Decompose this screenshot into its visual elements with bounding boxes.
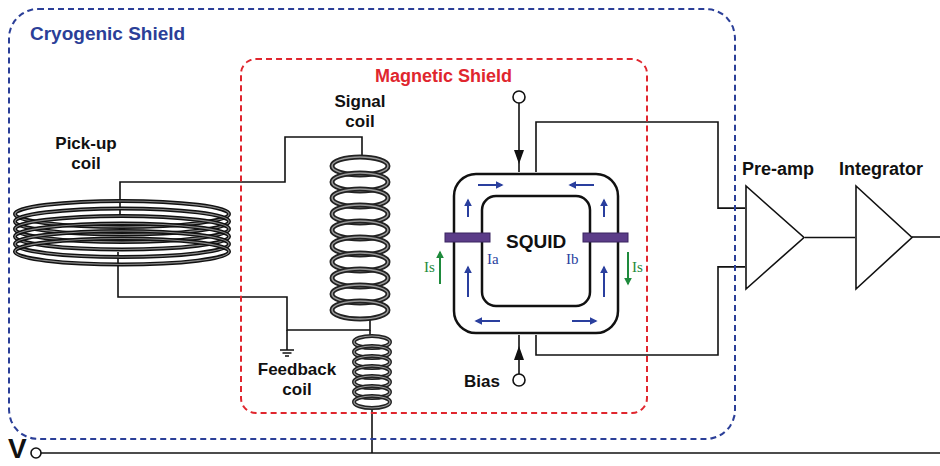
current-arrow (514, 346, 524, 360)
current-label: Ia (487, 250, 509, 268)
amplifier-triangle (855, 185, 913, 290)
feedback-coil (354, 336, 390, 408)
terminal-label: Bias (464, 372, 510, 392)
squid-loop: SQUID (452, 172, 620, 335)
pre-amp-triangle: Pre-amp (738, 158, 818, 292)
screening-current-arrow (439, 252, 441, 284)
amplifier-triangle (745, 185, 805, 290)
wire (371, 410, 373, 453)
squid-ring (452, 172, 620, 335)
coil-label: Signal coil (318, 92, 402, 132)
wire (286, 330, 288, 350)
node-title: Integrator (839, 158, 923, 180)
ground-symbol (280, 350, 294, 356)
signal-wire (805, 237, 855, 239)
cryogenic-shield-region: Cryogenic ShieldMagnetic ShieldSQUID (8, 8, 736, 440)
wire (41, 452, 940, 454)
node-title: Magnetic Shield (375, 65, 512, 87)
terminal (513, 91, 525, 103)
signal-coil (332, 157, 388, 319)
node-title: Pre-amp (742, 158, 814, 180)
coil-label: Pick-up coil (44, 134, 128, 174)
screening-current-arrow (627, 252, 629, 284)
node-title: SQUID (506, 230, 566, 253)
current-label: Ib (566, 250, 588, 268)
current-label: Is (424, 258, 440, 276)
pick-up-coil (15, 201, 229, 265)
terminal (513, 374, 525, 386)
current-arrow (514, 150, 524, 164)
terminal (31, 448, 41, 458)
voltage-label: V (8, 434, 34, 464)
wire (912, 236, 940, 238)
integrator-triangle: Integrator (833, 158, 929, 292)
node-title: Cryogenic Shield (30, 22, 185, 45)
coil-label: Feedback coil (250, 360, 344, 400)
current-label: Is (632, 258, 647, 276)
